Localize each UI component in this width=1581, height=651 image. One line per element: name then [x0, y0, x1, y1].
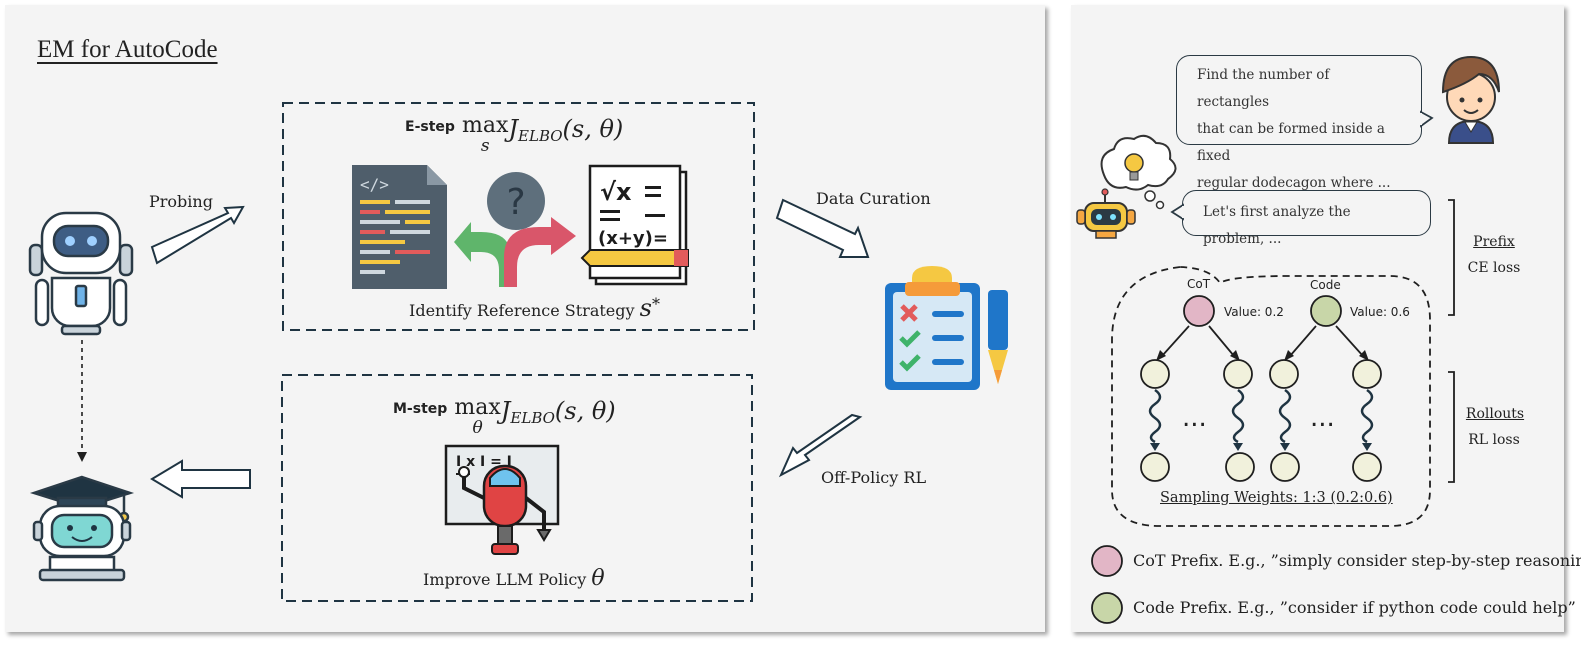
bot-avatar [1076, 134, 1177, 239]
user-bubble: Find the number of rectangles that can b… [1176, 55, 1422, 191]
cot-node-label: CoT [1187, 277, 1211, 291]
prefix-bracket [1448, 199, 1455, 316]
mstep-caption-var: θ [591, 566, 605, 591]
rollouts-title: Rollouts [1465, 406, 1525, 422]
code-value-label: Value: 0.6 [1350, 305, 1410, 319]
estep-formula: E-step max s JELBO(s, θ) [405, 115, 623, 163]
mstep-op: max [454, 395, 501, 420]
prefix-title: Prefix [1473, 234, 1515, 250]
mstep-label: M-step [393, 401, 448, 417]
legend-cot-swatch [1091, 545, 1123, 577]
cot-value-label: Value: 0.2 [1224, 305, 1284, 319]
probing-label: Probing [149, 192, 213, 211]
estep-expr-sub: ELBO [518, 127, 563, 145]
robot-link-head [77, 452, 87, 462]
code-root-node [1310, 295, 1342, 327]
graduate-robot-icon [29, 475, 135, 582]
mstep-op-sub: θ [472, 418, 483, 438]
right-diagram [1076, 55, 1500, 624]
estep-op-sub: s [480, 136, 490, 156]
estep-expr: J [508, 115, 519, 143]
ellipsis-left: ... [1182, 403, 1207, 433]
robot-icon [28, 211, 134, 336]
ellipsis-right: ... [1310, 403, 1335, 433]
code-file-icon: </> [352, 165, 447, 289]
off-policy-label: Off-Policy RL [821, 468, 927, 487]
rollouts-bracket [1448, 371, 1455, 483]
tree-region-outline [1111, 266, 1431, 527]
mstep-caption: Improve LLM Policy θ [423, 566, 605, 591]
tree-edges [1161, 325, 1364, 357]
estep-caption: Identify Reference Strategy s* [409, 294, 660, 322]
rollout-arrowheads [1150, 443, 1372, 451]
left-diagram: </> ? √x (x+y)= [28, 102, 1008, 602]
legend-code-text: Code Prefix. E.g., ”consider if python c… [1133, 598, 1576, 617]
cot-root-node [1183, 295, 1215, 327]
mstep-expr: J [500, 397, 511, 425]
data-curation-arrow [775, 198, 870, 258]
checklist-icon [885, 266, 1008, 390]
estep-box [282, 102, 755, 331]
user-avatar [1441, 55, 1500, 144]
tree-arrowheads [1156, 350, 1369, 361]
data-curation-label: Data Curation [816, 189, 931, 208]
mstep-box [281, 374, 753, 602]
math-card-line2: (x+y)= [598, 228, 668, 249]
rollout-paths [1148, 388, 1374, 444]
bot-bubble: Let's first analyze the problem, ... [1182, 190, 1431, 247]
diagram-title: EM for AutoCode [37, 36, 218, 63]
legend-code-swatch [1091, 592, 1123, 624]
svg-text:</>: </> [360, 175, 389, 194]
left-panel [5, 5, 1045, 632]
off-policy-arrow [778, 413, 863, 478]
code-node-label: Code [1310, 278, 1341, 292]
bot-bubble-text: Let's first analyze the problem, ... [1203, 204, 1351, 247]
mstep-args: (s, θ) [554, 397, 616, 425]
sampling-weights-label: Sampling Weights: 1:3 (0.2:0.6) [1160, 490, 1393, 506]
user-bubble-line2: that can be formed inside a fixed [1197, 121, 1385, 164]
estep-caption-sup: * [651, 294, 660, 314]
user-bubble-line1: Find the number of rectangles [1197, 67, 1330, 110]
rollout-nodes [1140, 359, 1382, 482]
mstep-formula: M-step max θ JELBO(s, θ) [393, 397, 616, 445]
estep-op: max [462, 113, 509, 138]
return-arrow [150, 459, 251, 499]
mstep-expr-sub: ELBO [510, 409, 555, 427]
strategy-fork-icon: ? [454, 172, 576, 287]
user-bubble-line3: regular dodecagon where ... [1197, 175, 1391, 191]
math-card-line1: √x [600, 178, 632, 206]
estep-args: (s, θ) [562, 115, 624, 143]
probing-arrow [150, 205, 245, 265]
rollouts-loss: RL loss [1468, 432, 1520, 448]
legend-cot-text: CoT Prefix. E.g., ”simply consider step-… [1133, 551, 1581, 570]
estep-caption-var: s [639, 294, 652, 322]
estep-label: E-step [405, 119, 455, 135]
svg-text:?: ? [506, 182, 525, 223]
prefix-loss: CE loss [1467, 260, 1521, 276]
teaching-robot-icon: I x I = I [444, 444, 560, 555]
math-card-icon: √x (x+y)= [580, 164, 689, 286]
